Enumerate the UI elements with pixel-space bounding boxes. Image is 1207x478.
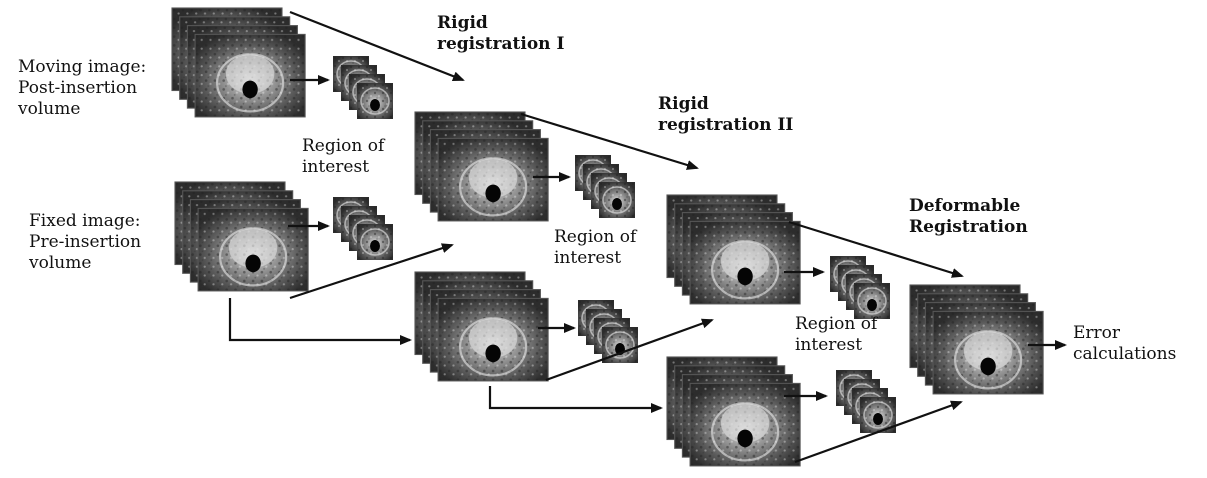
moving-label-line-2: Post-insertion (18, 78, 138, 98)
roi3-line-1: Region of (795, 314, 878, 334)
fixed-image-label: Fixed image: Pre-insertion volume (29, 211, 141, 274)
roi-label-3: Region of interest (795, 314, 877, 356)
roi-label-1: Region of interest (302, 136, 384, 178)
fixed-label-line-2: Pre-insertion (29, 232, 142, 252)
arrow-rigid1b-to-rigid2 (545, 318, 714, 382)
roi-label-2: Region of interest (554, 227, 636, 269)
rigid1-result-stack-b (415, 272, 548, 381)
roi-stack-rigid2-b (836, 370, 896, 433)
roi3-line-2: interest (795, 335, 863, 355)
rigid1-result-stack-a (415, 112, 548, 221)
rigid2-result-stack-a (667, 195, 800, 304)
rigid2-line-1: Rigid (658, 94, 709, 114)
roi1-line-1: Region of (302, 136, 385, 156)
arrow-moving-to-rigid1 (289, 10, 465, 82)
roi-stack-rigid1-a (575, 155, 635, 218)
error-line-2: calculations (1073, 344, 1177, 364)
arrow-fixed-down-to-rigid1b (228, 298, 412, 345)
error-calculations-label: Error calculations (1073, 323, 1176, 365)
moving-label-line-1: Moving image: (18, 57, 147, 77)
fixed-label-line-1: Fixed image: (29, 211, 141, 231)
roi2-line-1: Region of (554, 227, 637, 247)
deform-line-2: Registration (909, 217, 1028, 237)
roi1-line-2: interest (302, 157, 370, 177)
rigid2-line-2: registration II (658, 115, 794, 135)
roi-stack-fixed (333, 197, 393, 260)
fixed-label-line-3: volume (29, 253, 92, 273)
roi-stack-rigid1-b (578, 300, 638, 363)
rigid-registration-2-label: Rigid registration II (658, 94, 793, 136)
deformable-result-stack (910, 285, 1043, 394)
moving-label-line-3: volume (18, 99, 81, 119)
arrow-rigid1a-to-rigid2 (520, 112, 699, 170)
fixed-image-stack (175, 182, 308, 291)
moving-image-label: Moving image: Post-insertion volume (18, 57, 146, 120)
rigid-registration-1-label: Rigid registration I (437, 13, 564, 55)
deform-line-1: Deformable (909, 196, 1021, 216)
deformable-registration-label: Deformable Registration (909, 196, 1028, 238)
rigid2-result-stack-b (667, 357, 800, 466)
roi-stack-rigid2-a (830, 256, 890, 319)
arrow-rigid2a-to-deformable (788, 220, 964, 278)
rigid1-line-2: registration I (437, 34, 565, 54)
arrow-rigid1b-down-to-rigid2b (488, 386, 663, 413)
arrow-rigid2b-to-deformable (794, 400, 963, 464)
roi2-line-2: interest (554, 248, 622, 268)
arrow-fixed-to-rigid1 (289, 243, 454, 300)
rigid1-line-1: Rigid (437, 13, 488, 33)
error-line-1: Error (1073, 323, 1121, 343)
moving-image-stack (172, 8, 305, 117)
roi-stack-moving (333, 56, 393, 119)
